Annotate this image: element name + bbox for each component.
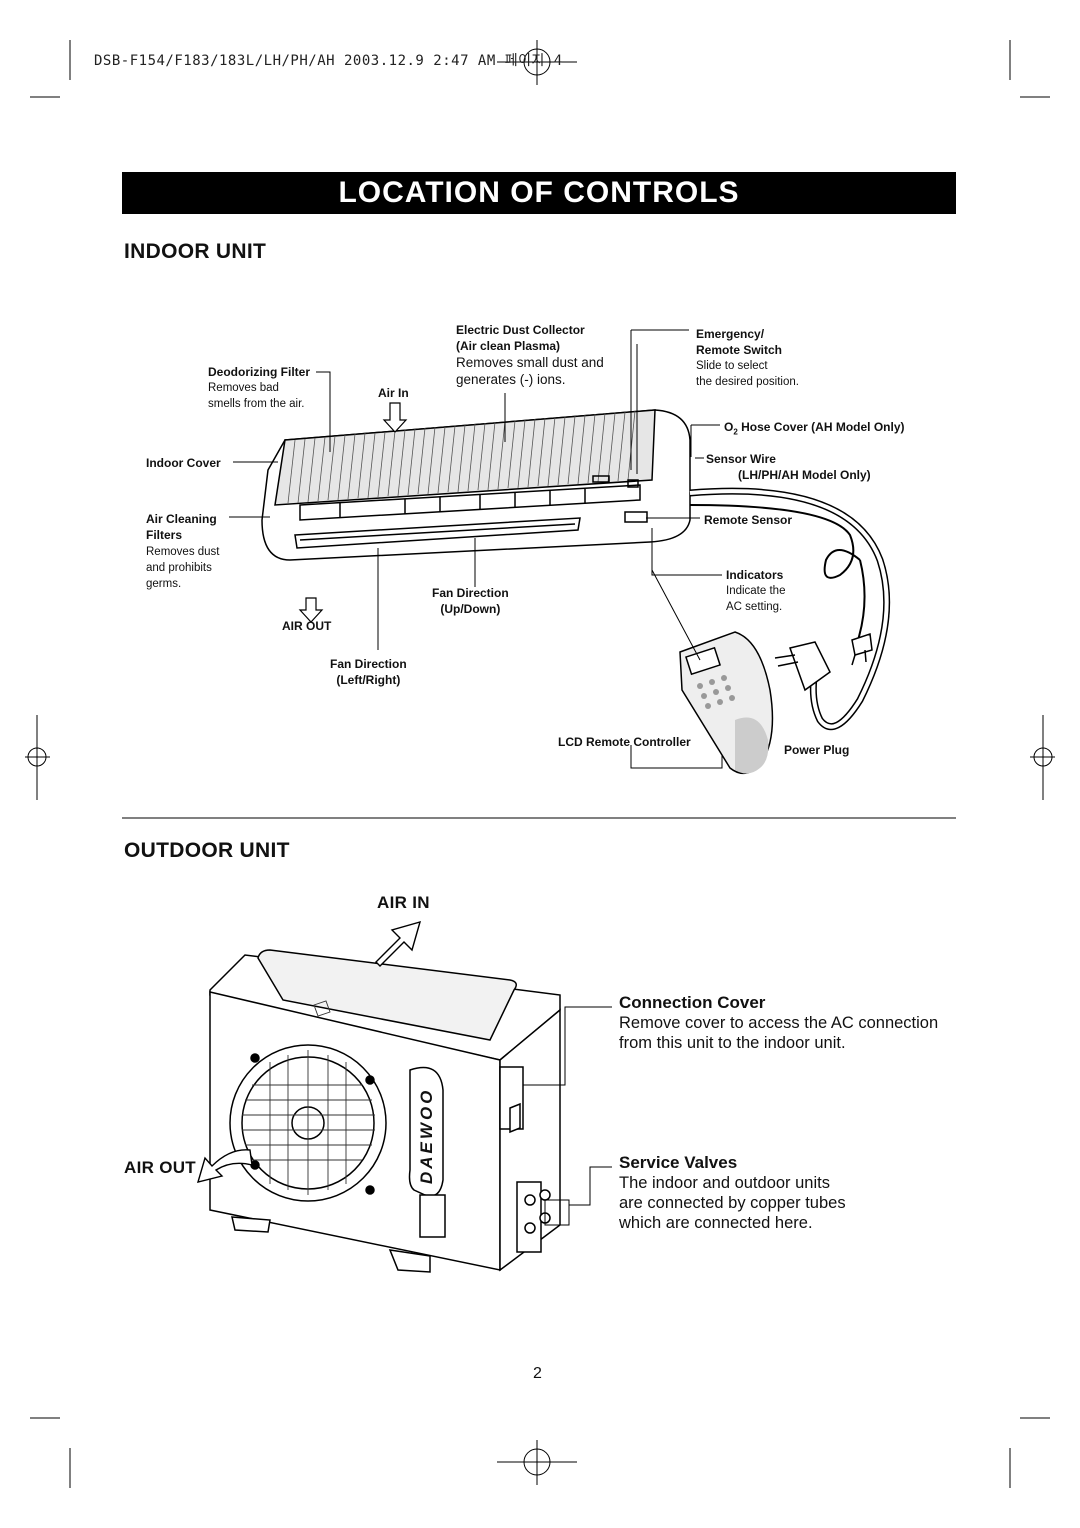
- sensor-wire-note: (LH/PH/AH Model Only): [738, 468, 871, 482]
- service-valves-label: Service Valves The indoor and outdoor un…: [619, 1153, 846, 1233]
- electric-dust-desc-2: generates (-) ions.: [456, 372, 566, 387]
- air-cleaning-name-2: Filters: [146, 528, 183, 542]
- indicators-desc-2: AC setting.: [726, 601, 783, 613]
- air-cleaning-desc-3: germs.: [146, 578, 182, 590]
- o2-hose-cover-label: O2 Hose Cover (AH Model Only): [724, 419, 904, 440]
- remote-sensor-label: Remote Sensor: [704, 513, 793, 527]
- emergency-name-2: Remote Switch: [696, 343, 783, 357]
- print-header: DSB-F154/F183/183L/LH/PH/AH 2003.12.9 2:…: [94, 53, 563, 69]
- fan-leftright-name-2: (Left/Right): [336, 673, 401, 687]
- electric-dust-collector-label: Electric Dust Collector (Air clean Plasm…: [456, 322, 604, 388]
- connection-cover-line-2: from this unit to the indoor unit.: [619, 1034, 846, 1052]
- emergency-desc-1: Slide to select: [696, 360, 768, 372]
- indicators-desc-1: Indicate the: [726, 585, 786, 597]
- electric-dust-name-1: Electric Dust Collector: [456, 323, 585, 337]
- air-out-arrow-icon: [298, 597, 324, 623]
- air-in-arrow-icon: [382, 402, 408, 433]
- fan-updown-name-1: Fan Direction: [432, 586, 509, 600]
- fan-direction-leftright-label: Fan Direction (Left/Right): [330, 656, 407, 688]
- emergency-desc-2: the desired position.: [696, 376, 799, 388]
- air-cleaning-desc-2: and prohibits: [146, 562, 212, 574]
- indoor-cover-label: Indoor Cover: [146, 456, 221, 470]
- fan-updown-name-2: (Up/Down): [440, 602, 501, 616]
- lcd-remote-label: LCD Remote Controller: [558, 735, 691, 749]
- deodorizing-filter-desc-1: Removes bad: [208, 382, 279, 394]
- deodorizing-filter-desc-2: smells from the air.: [208, 398, 305, 410]
- outdoor-air-out-label: AIR OUT: [124, 1158, 196, 1177]
- service-valves-line-1: The indoor and outdoor units: [619, 1174, 830, 1192]
- sensor-wire-name: Sensor Wire: [706, 452, 776, 466]
- page-title: LOCATION OF CONTROLS: [122, 172, 956, 214]
- power-plug-icon: [774, 632, 873, 692]
- deodorizing-filter-name: Deodorizing Filter: [208, 365, 310, 379]
- air-in-label: Air In: [378, 386, 409, 400]
- o2-subscript: 2: [733, 427, 738, 437]
- indoor-air-out-label: AIR OUT: [282, 619, 332, 633]
- outdoor-unit-illustration: [209, 949, 561, 1273]
- indoor-unit-heading: INDOOR UNIT: [124, 240, 267, 263]
- connection-cover-label: Connection Cover Remove cover to access …: [619, 993, 938, 1053]
- electric-dust-desc-1: Removes small dust and: [456, 355, 604, 370]
- service-valves-title: Service Valves: [619, 1153, 738, 1172]
- emergency-name-1: Emergency/: [696, 327, 765, 341]
- outdoor-air-in-label: AIR IN: [377, 893, 430, 912]
- air-cleaning-desc-1: Removes dust: [146, 546, 220, 558]
- sensor-wire-label: Sensor Wire (LH/PH/AH Model Only): [706, 451, 871, 483]
- brand-logo: DAEWOO: [417, 1087, 436, 1184]
- air-in-arrow-icon: [375, 920, 422, 967]
- page-number: 2: [533, 1365, 542, 1382]
- emergency-switch-label: Emergency/ Remote Switch Slide to select…: [696, 326, 799, 390]
- electric-dust-name-2: (Air clean Plasma): [456, 339, 561, 353]
- indicators-name: Indicators: [726, 568, 784, 582]
- indoor-unit-illustration: [261, 409, 691, 561]
- service-valves-line-2: are connected by copper tubes: [619, 1194, 846, 1212]
- outdoor-unit-heading: OUTDOOR UNIT: [124, 839, 290, 862]
- fan-leftright-name-1: Fan Direction: [330, 657, 407, 671]
- o2-hose-rest: Hose Cover (AH Model Only): [737, 420, 905, 434]
- hose-cord: [689, 487, 891, 731]
- connection-cover-title: Connection Cover: [619, 993, 766, 1012]
- deodorizing-filter-label: Deodorizing Filter Removes bad smells fr…: [208, 364, 310, 412]
- fan-direction-updown-label: Fan Direction (Up/Down): [432, 585, 509, 617]
- o2-prefix: O: [724, 420, 734, 434]
- air-out-arrow-icon: [196, 1149, 253, 1183]
- connection-cover-line-1: Remove cover to access the AC connection: [619, 1014, 939, 1032]
- air-cleaning-filters-label: Air Cleaning Filters Removes dust and pr…: [146, 511, 220, 592]
- service-valves-line-3: which are connected here.: [619, 1214, 813, 1232]
- air-cleaning-name-1: Air Cleaning: [146, 512, 217, 526]
- indicators-label: Indicators Indicate the AC setting.: [726, 567, 785, 615]
- power-plug-label: Power Plug: [784, 743, 850, 757]
- lcd-remote-illustration: [679, 631, 774, 774]
